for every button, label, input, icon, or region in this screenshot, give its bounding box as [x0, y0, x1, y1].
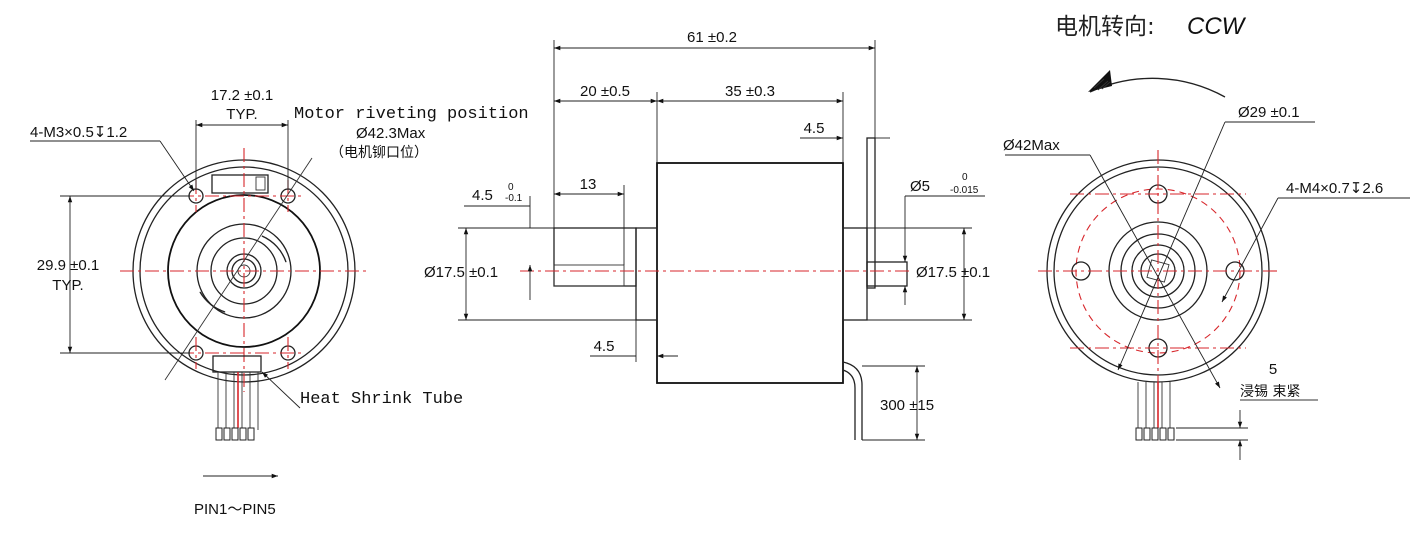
dim-overall-length: 61 ±0.2: [687, 29, 737, 46]
dim-right-boss-dia: Ø17.5 ±0.1: [916, 264, 990, 281]
front-thread-spec: 4-M3×0.5↧1.2: [30, 124, 127, 141]
rotation-label-cn: 电机转向:: [1055, 14, 1155, 40]
dim-rear-shaft-tol-lower: -0.015: [950, 185, 979, 196]
pin-wires: [215, 372, 259, 441]
rear-view: 电机转向: CCW Ø42Max Ø29 ±0.1 4-M4×0.7: [1003, 13, 1410, 460]
dim-bolt-spacing-v: 29.9 ±0.1: [37, 257, 99, 274]
rear-thread-spec: 4-M4×0.7↧2.6: [1286, 180, 1383, 197]
side-view: 61 ±0.2 20 ±0.5 35 ±0.3 4.5 13 4.5 0 -0.…: [424, 29, 990, 441]
rear-wires: [1135, 382, 1175, 441]
dim-shaft-step-tol-lower: -0.1: [505, 193, 523, 204]
rivet-cn: （电机铆口位）: [330, 145, 428, 161]
dim-lower-step: 4.5: [594, 338, 615, 355]
tin-dip-length: 5: [1269, 361, 1277, 378]
dim-bolt-spacing-h-typ: TYP.: [226, 106, 257, 123]
dim-bolt-spacing-h: 17.2 ±0.1: [211, 87, 273, 104]
dim-shaft-step-tol-upper: 0: [508, 182, 514, 193]
dim-shaft-step: 4.5: [472, 187, 493, 204]
dim-body-length: 35 ±0.3: [725, 83, 775, 100]
heat-shrink-label: Heat Shrink Tube: [300, 390, 463, 409]
rear-bolt-circle: Ø29 ±0.1: [1238, 104, 1300, 121]
dim-rear-shaft-tol-upper: 0: [962, 172, 968, 183]
front-view: 17.2 ±0.1 TYP. 29.9 ±0.1 TYP. 4-M3×0.5↧1…: [30, 87, 529, 518]
rear-body-dia: Ø42Max: [1003, 137, 1060, 154]
dim-left-boss-dia: Ø17.5 ±0.1: [424, 264, 498, 281]
dim-shaft-length: 20 ±0.5: [580, 83, 630, 100]
rotation-direction: CCW: [1187, 13, 1247, 40]
tin-dip-cn: 浸锡 束紧: [1240, 384, 1300, 400]
rivet-dia: Ø42.3Max: [356, 125, 426, 142]
dim-rear-shaft-dia: Ø5: [910, 178, 930, 195]
pins-label: PIN1～PIN5: [194, 501, 276, 518]
dim-flange-thickness: 4.5: [804, 120, 825, 137]
dim-bolt-spacing-v-typ: TYP.: [52, 277, 83, 294]
dim-lead-length: 300 ±15: [880, 397, 934, 414]
dim-shaft-flat: 13: [580, 176, 597, 193]
riveting-label: Motor riveting position: [294, 105, 529, 124]
